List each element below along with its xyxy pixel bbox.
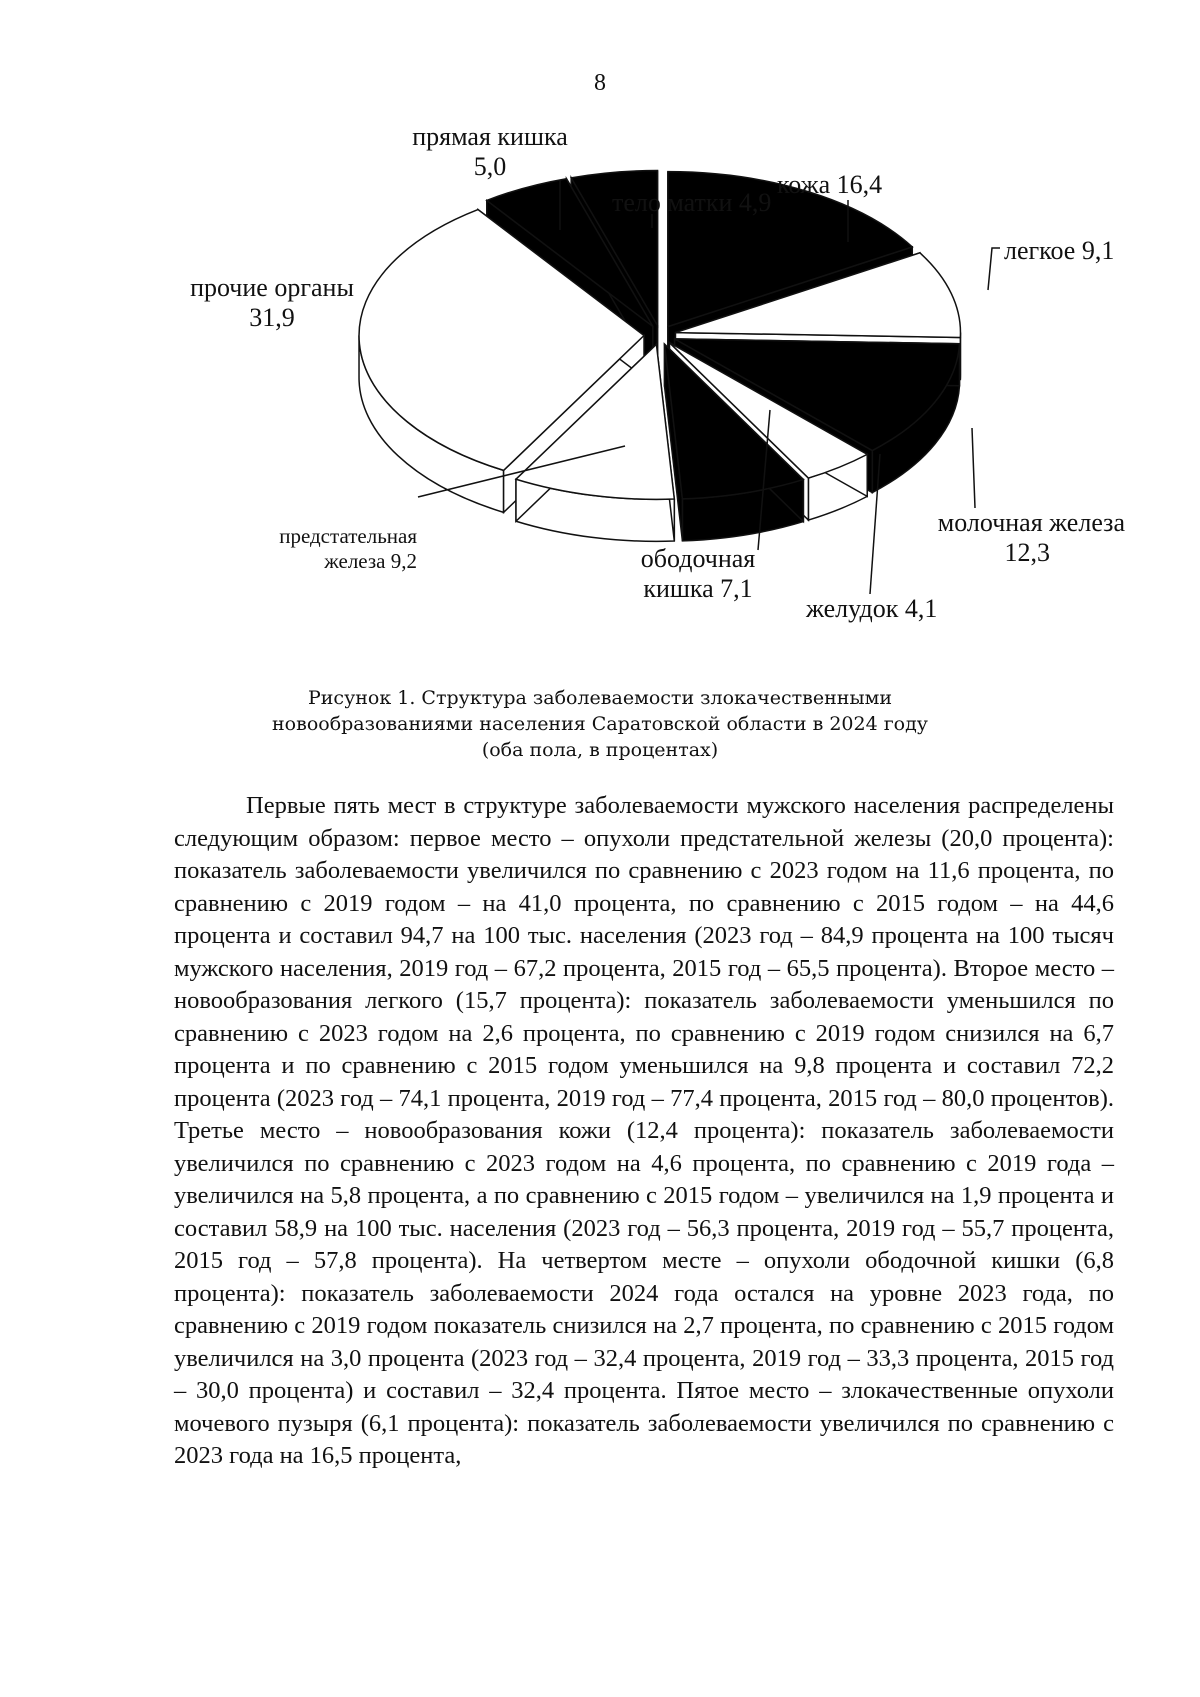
pie-slice-7 (485, 177, 654, 328)
leader-line-5 (869, 453, 881, 595)
caption-line-3: (оба пола, в процентах) (481, 739, 719, 761)
label-rectum: прямая кишка 5,0 (412, 122, 568, 181)
pie-slice-8 (569, 169, 659, 329)
leader-line-4 (971, 427, 976, 509)
pie-chart: прямая кишка 5,0 тело матки 4,9 кожа 16,… (0, 110, 1200, 670)
page-number: 8 (594, 70, 606, 96)
pie-slice-0 (667, 170, 914, 328)
leader-line-3 (987, 247, 1000, 291)
caption-line-2: новообразованиями населения Саратовской … (272, 713, 928, 735)
pie-slice-6 (358, 208, 646, 472)
caption-line-1: Рисунок 1. Структура заболеваемости злок… (307, 687, 893, 709)
leader-line-7 (417, 445, 626, 498)
leader-line-6 (757, 409, 771, 551)
figure-caption: Рисунок 1. Структура заболеваемости злок… (0, 685, 1200, 763)
label-breast: молочная железа 12,3 (937, 508, 1125, 567)
pie-slice-2 (674, 338, 961, 452)
pie-slice-5 (514, 342, 676, 501)
pie-slice-3 (669, 342, 869, 479)
pie-chart-svg (358, 169, 1000, 595)
label-lung: легкое 9,1 (1004, 236, 1115, 265)
pie-slice-1 (675, 251, 962, 339)
label-stomach: желудок 4,1 (806, 594, 938, 623)
label-skin: кожа 16,4 (777, 170, 883, 199)
pie-slice-4 (663, 342, 805, 500)
label-colon: ободочная кишка 7,1 (640, 544, 756, 603)
label-uterus: тело матки 4,9 (612, 188, 772, 217)
label-prostate: предстательная железа 9,2 (279, 524, 417, 573)
label-other: прочие органы 31,9 (190, 273, 354, 332)
body-paragraph: Первые пять мест в структуре заболеваемо… (174, 792, 1114, 1469)
